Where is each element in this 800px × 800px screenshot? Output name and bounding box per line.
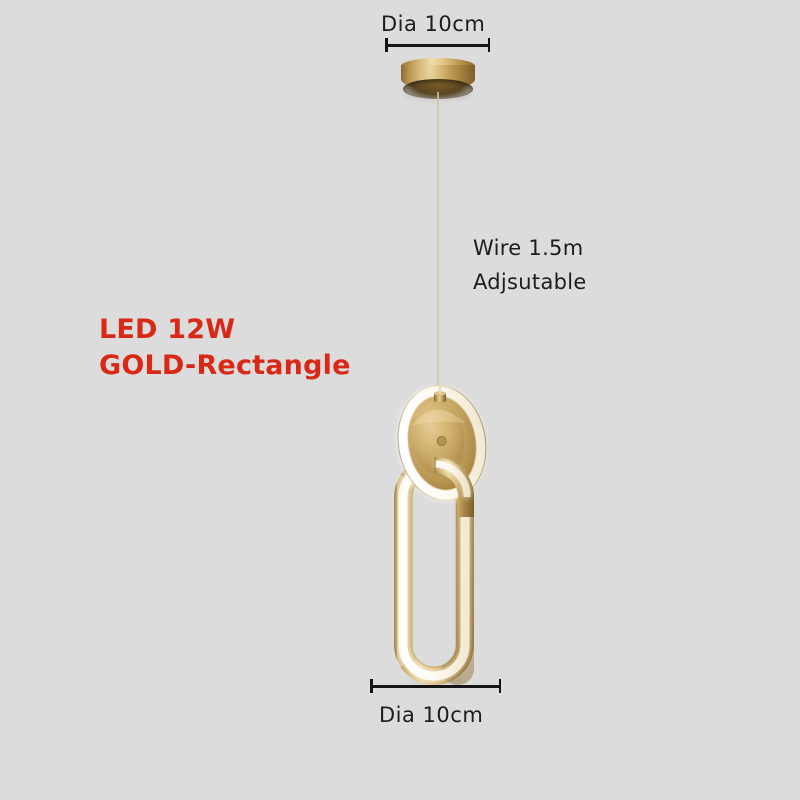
dimension-rule xyxy=(370,685,501,688)
lower-ring-aperture xyxy=(412,475,456,667)
upper-ring-specular xyxy=(412,409,466,426)
upper-ring-cone-shading xyxy=(409,399,465,476)
wire-length-note: Wire 1.5m xyxy=(473,236,584,260)
ceiling-canopy xyxy=(401,57,475,99)
canopy-underside xyxy=(403,79,473,99)
bottom-dimension-label: Dia 10cm xyxy=(379,703,484,727)
upper-ring-center-boss xyxy=(436,436,447,446)
dimension-rule xyxy=(385,44,490,47)
pendant-light-fixture xyxy=(380,385,500,690)
dimension-cap-right xyxy=(487,38,490,52)
lower-ring-front-led xyxy=(435,460,471,498)
bottom-dimension-bar xyxy=(370,679,501,693)
suspension-wire xyxy=(436,92,439,392)
top-dimension-bar xyxy=(385,38,490,52)
dimension-cap-right xyxy=(498,679,501,693)
ring-interlock-overlap xyxy=(434,457,474,517)
lower-ring-front-arc xyxy=(434,457,474,517)
upper-ring-led-track xyxy=(398,386,486,500)
lower-ring-highlight xyxy=(397,475,403,667)
wire-collar xyxy=(434,385,446,402)
fixture-illustration xyxy=(394,385,487,685)
upper-tilted-ring xyxy=(397,385,487,501)
spec-wattage-label: LED 12W xyxy=(99,314,236,345)
wire-collar-stub xyxy=(438,385,442,394)
spec-finish-label: GOLD-Rectangle xyxy=(99,350,351,381)
wire-adjustable-note: Adjsutable xyxy=(473,270,587,294)
top-dimension-label: Dia 10cm xyxy=(381,12,486,36)
